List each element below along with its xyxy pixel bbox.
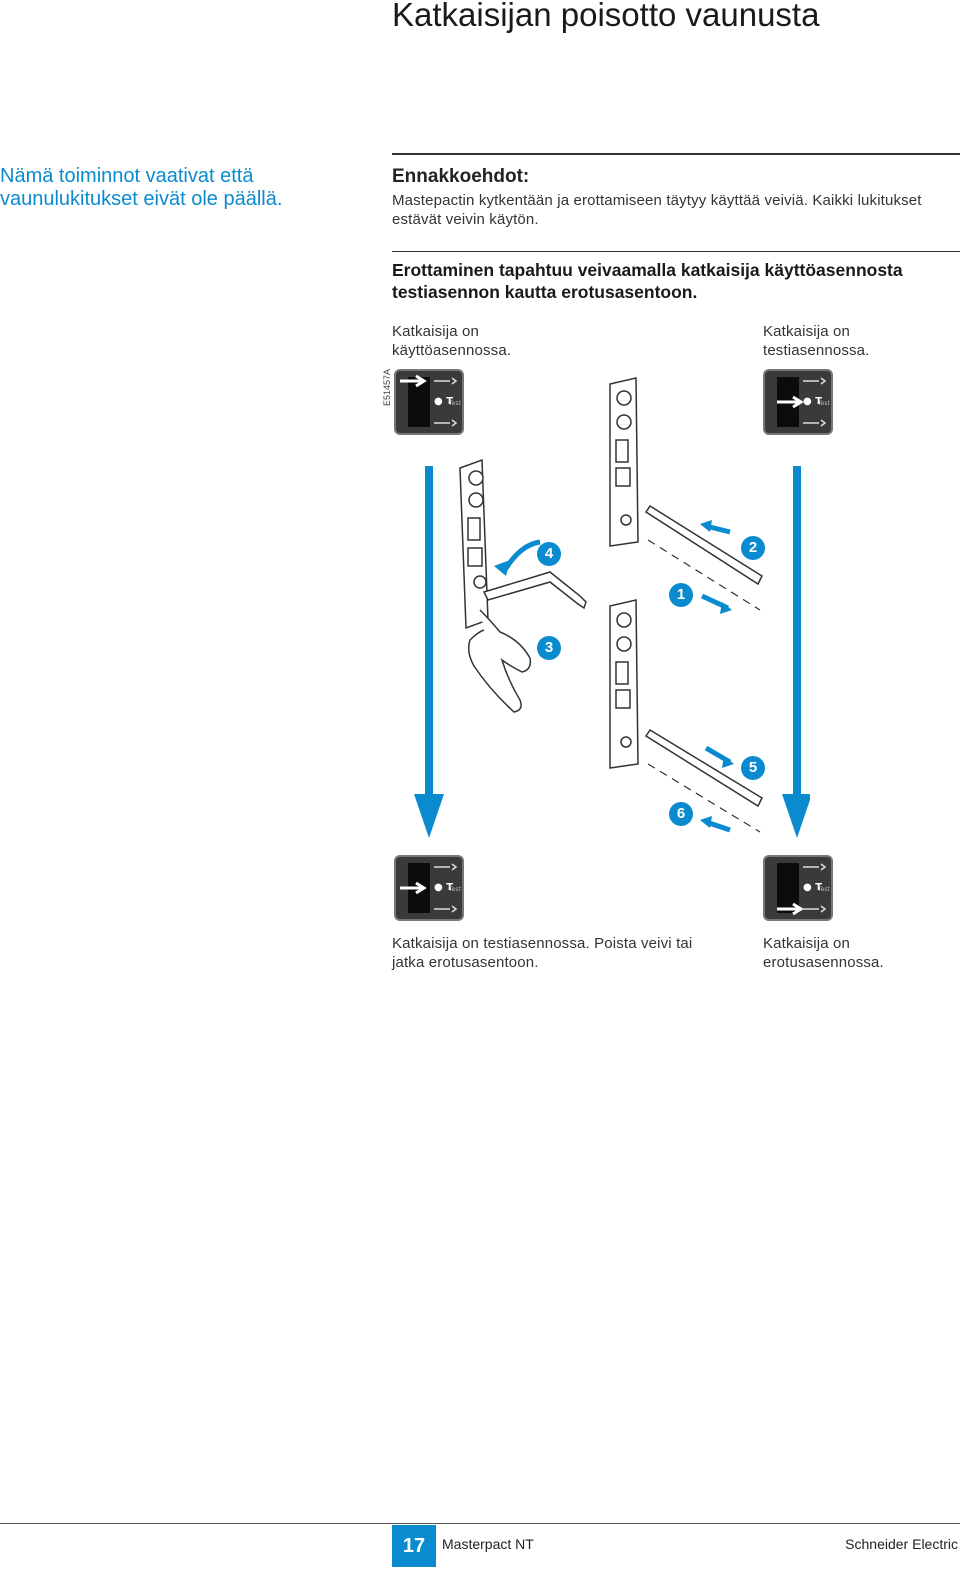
caption-bottom-left: Katkaisija on testiasennossa. Poista vei… bbox=[392, 935, 693, 971]
step-1: 1 bbox=[669, 583, 693, 607]
section-rule bbox=[392, 251, 960, 252]
position-indicator-bottom-left: ● T Test bbox=[394, 855, 464, 921]
top-rule bbox=[392, 153, 960, 155]
svg-text:● T: ● T bbox=[803, 882, 822, 893]
position-indicator-top-left: ● T Test bbox=[394, 369, 464, 435]
step-6: 6 bbox=[669, 802, 693, 826]
footer-product: Masterpact NT bbox=[442, 1536, 534, 1552]
indicator-test-label: Test bbox=[448, 400, 461, 407]
figure-code: E51457A bbox=[382, 368, 392, 406]
prerequisites-text: Mastepactin kytkentään ja erottamiseen t… bbox=[392, 192, 922, 228]
step-2: 2 bbox=[741, 536, 765, 560]
svg-text:● T: ● T bbox=[434, 396, 453, 407]
procedure-heading: Erottaminen tapahtuu veivaamalla katkais… bbox=[392, 260, 903, 302]
side-note: Nämä toiminnot vaativat että vaunulukitu… bbox=[0, 165, 283, 210]
caption-top-left: Katkaisija on käyttöasennossa. bbox=[392, 323, 512, 359]
crank-bottom bbox=[644, 728, 763, 808]
footer-brand: Schneider Electric bbox=[845, 1536, 958, 1552]
position-indicator-bottom-right: ● T Test bbox=[763, 855, 833, 921]
cradle-panel-left bbox=[459, 458, 489, 630]
position-indicator-top-right: ● T Test bbox=[763, 369, 833, 435]
cradle-panel-top bbox=[609, 377, 639, 547]
caption-top-right: Katkaisija on testiasennossa. bbox=[763, 323, 870, 359]
prerequisites-heading: Ennakkoehdot: bbox=[392, 166, 530, 187]
down-arrow-left-icon bbox=[414, 466, 444, 838]
page-title: Katkaisijan poisotto vaunusta bbox=[392, 0, 820, 33]
crank-handle-left bbox=[482, 571, 587, 610]
svg-text:● T: ● T bbox=[434, 882, 453, 893]
page-number: 17 bbox=[392, 1525, 436, 1567]
step-3: 3 bbox=[537, 636, 561, 660]
racking-illustration bbox=[414, 377, 810, 838]
down-arrow-right-icon bbox=[782, 466, 810, 838]
step-4: 4 bbox=[537, 542, 561, 566]
footer-rule bbox=[0, 1523, 960, 1524]
svg-text:Test: Test bbox=[448, 886, 461, 893]
crank-top bbox=[644, 504, 763, 586]
caption-bottom-right: Katkaisija on erotusasennossa. bbox=[763, 935, 884, 971]
svg-text:● T: ● T bbox=[803, 396, 822, 407]
svg-text:Test: Test bbox=[817, 886, 830, 893]
cradle-panel-bottom bbox=[609, 599, 639, 769]
svg-text:Test: Test bbox=[817, 400, 830, 407]
step-5: 5 bbox=[741, 756, 765, 780]
